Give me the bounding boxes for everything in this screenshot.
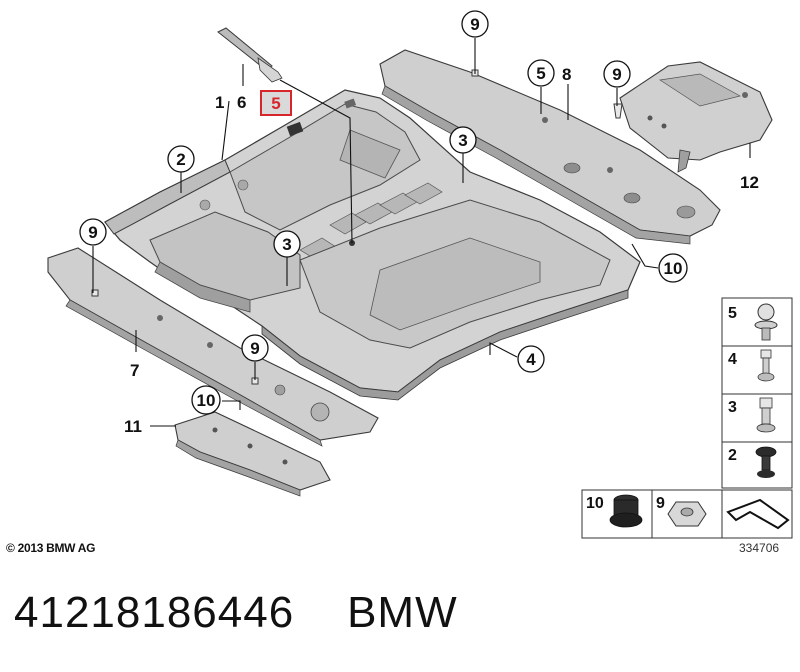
right-rail xyxy=(379,49,721,245)
sheet-wedge-icon xyxy=(726,498,790,530)
clip-rivet-icon xyxy=(755,446,777,478)
left-rail xyxy=(47,247,379,447)
callout-5-highlighted: 5 xyxy=(260,90,292,116)
svg-text:10: 10 xyxy=(197,391,216,410)
callout-7: 7 xyxy=(130,361,139,380)
svg-text:9: 9 xyxy=(470,15,479,34)
svg-text:5: 5 xyxy=(728,305,737,322)
callout-3-upper: 3 xyxy=(449,126,477,154)
callout-11: 11 xyxy=(124,417,142,436)
callout-4: 4 xyxy=(517,345,545,373)
svg-text:10: 10 xyxy=(664,259,683,278)
figure-id: 334706 xyxy=(739,541,780,555)
svg-text:9: 9 xyxy=(88,223,97,242)
svg-text:9: 9 xyxy=(250,339,259,358)
legend-item-shape xyxy=(726,498,790,530)
svg-text:5: 5 xyxy=(536,64,545,83)
callout-9-left: 9 xyxy=(79,218,107,246)
svg-text:5: 5 xyxy=(271,94,280,113)
legend-item-2: 2 xyxy=(728,446,777,478)
legend-item-10: 10 xyxy=(586,494,643,528)
legend-item-9: 9 xyxy=(656,495,707,527)
front-bracket xyxy=(174,411,331,497)
screw-icon xyxy=(757,349,775,382)
callout-5-rail: 5 xyxy=(527,59,555,87)
callout-9-bracket: 9 xyxy=(603,60,631,88)
callout-6: 6 xyxy=(237,93,246,112)
callout-10-right: 10 xyxy=(658,253,688,283)
callout-labels: 1 2 3 3 4 5 5 6 7 8 9 xyxy=(79,10,759,436)
svg-text:3: 3 xyxy=(458,131,467,150)
fastener-legend: 5 4 3 2 xyxy=(581,297,793,539)
hex-nut-icon xyxy=(667,501,707,527)
floor-pan xyxy=(104,89,641,401)
svg-text:9: 9 xyxy=(612,65,621,84)
strut xyxy=(217,27,283,83)
legend-item-3: 3 xyxy=(728,397,776,433)
svg-text:4: 4 xyxy=(728,351,737,368)
grommet-icon xyxy=(609,494,643,528)
svg-text:9: 9 xyxy=(656,495,665,512)
svg-text:4: 4 xyxy=(526,350,536,369)
callout-9-top: 9 xyxy=(461,10,489,38)
svg-text:2: 2 xyxy=(176,150,185,169)
part-number-caption: 41218186446 BMW xyxy=(14,588,458,637)
stud-bolt-icon xyxy=(754,303,778,341)
callout-10-front: 10 xyxy=(191,385,221,415)
legend-item-4: 4 xyxy=(728,349,775,382)
svg-text:3: 3 xyxy=(282,235,291,254)
callout-12: 12 xyxy=(740,173,759,192)
callout-8: 8 xyxy=(562,65,571,84)
legend-item-5: 5 xyxy=(728,303,778,341)
callout-2: 2 xyxy=(167,145,195,173)
expansion-screw-icon xyxy=(756,397,776,433)
bracket xyxy=(619,61,773,173)
leader-lines xyxy=(92,38,751,427)
callout-1: 1 xyxy=(215,93,224,112)
callout-3-lower: 3 xyxy=(273,230,301,258)
copyright-notice: © 2013 BMW AG xyxy=(6,541,96,555)
svg-text:3: 3 xyxy=(728,399,737,416)
callout-9-front: 9 xyxy=(241,334,269,362)
svg-text:10: 10 xyxy=(586,495,604,512)
svg-text:2: 2 xyxy=(728,447,737,464)
